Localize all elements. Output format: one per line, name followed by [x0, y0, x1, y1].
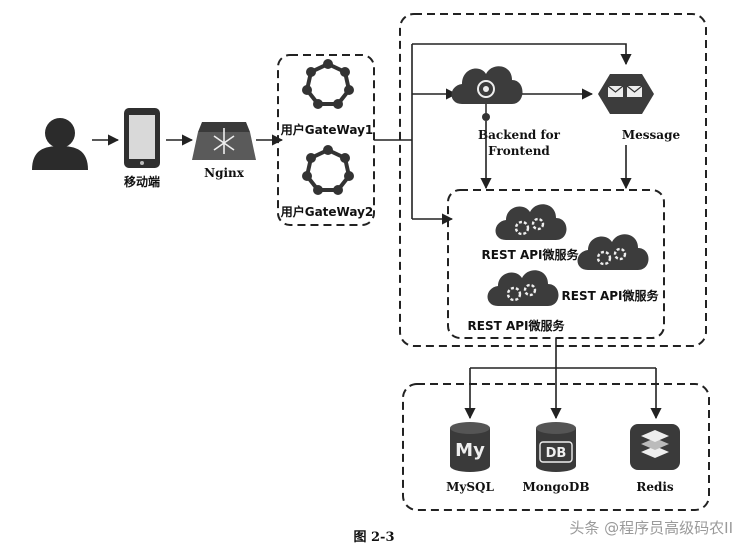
gateway-fanout-connectors — [374, 43, 632, 225]
nginx-router-icon — [192, 122, 256, 160]
rest-api-label-3: REST API微服务 — [468, 318, 566, 333]
rest-api-cloud-icon-2 — [577, 234, 649, 270]
gateway2-label: 用户GateWay2 — [280, 204, 374, 219]
rest-api-label-2: REST API微服务 — [562, 288, 660, 303]
bff-label-line2: Frontend — [488, 144, 550, 158]
mongodb-database-icon: DB — [536, 422, 576, 472]
gateway-group-box — [277, 54, 375, 226]
gateway2-icon — [302, 145, 354, 195]
mobile-label: 移动端 — [124, 174, 160, 189]
bff-cloud-icon — [451, 66, 523, 121]
rest-api-cloud-icon-3 — [487, 270, 559, 306]
message-label: Message — [622, 128, 681, 142]
mysql-logo: My — [455, 440, 485, 461]
storage-group-box — [402, 383, 710, 511]
rest-api-cloud-icon-1 — [495, 204, 567, 240]
mysql-label: MySQL — [446, 480, 494, 494]
message-queue-icon — [598, 74, 654, 114]
mongodb-logo: DB — [546, 446, 567, 461]
mobile-phone-icon — [124, 108, 160, 168]
gateway1-label: 用户GateWay1 — [280, 122, 374, 137]
storage-connectors — [464, 338, 662, 420]
rest-api-label-1: REST API微服务 — [482, 247, 580, 262]
mysql-database-icon: My — [450, 422, 490, 472]
gateway1-icon — [302, 59, 354, 109]
redis-label: Redis — [636, 480, 674, 494]
redis-icon — [630, 424, 680, 470]
mongodb-label: MongoDB — [523, 480, 590, 494]
nginx-label: Nginx — [204, 166, 245, 180]
watermark: 头条 @程序员高级码农II — [569, 519, 733, 537]
bff-label-line1: Backend for — [478, 128, 561, 142]
figure-caption: 图 2-3 — [353, 530, 394, 545]
user-icon — [32, 118, 88, 170]
